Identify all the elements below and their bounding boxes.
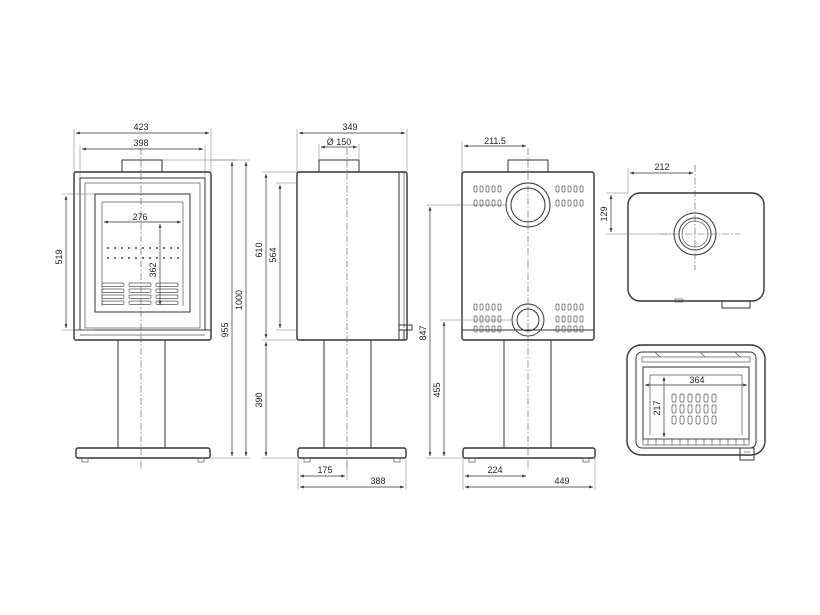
dim-side-body-height: 610 [254, 242, 264, 257]
base-plate [75, 447, 211, 459]
top-view: 212 129 [599, 162, 765, 309]
dim-front-total-height: 1000 [234, 290, 244, 310]
front-view: 423 398 519 276 362 955 1000 [54, 122, 250, 470]
dim-rear-base-width: 449 [554, 476, 569, 486]
section-grate-slots [671, 393, 717, 425]
dim-side-door-height: 564 [268, 247, 278, 262]
dim-side-pedestal-offset: 175 [317, 465, 332, 475]
dim-glass-height: 362 [148, 262, 158, 277]
dim-rear-inlet-height: 847 [418, 325, 428, 340]
dim-front-width-outer: 423 [133, 122, 148, 132]
rear-vent-slots [473, 185, 584, 333]
dim-front-body-height: 955 [220, 322, 230, 337]
dim-side-base-depth: 388 [370, 476, 385, 486]
dim-section-height: 217 [652, 400, 662, 415]
dim-side-depth: 349 [342, 122, 357, 132]
rear-view: 211.5 847 455 224 449 [418, 136, 596, 490]
dim-rear-pedestal-height: 455 [432, 382, 442, 397]
dim-front-window-height: 519 [54, 249, 64, 264]
dim-front-width-inner: 398 [133, 138, 148, 148]
dim-top-flue-center-x: 212 [654, 162, 669, 172]
front-glass [94, 193, 191, 313]
dim-section-width: 364 [689, 375, 704, 385]
log-grate [107, 247, 179, 259]
dim-side-pedestal-height: 390 [254, 392, 264, 407]
dim-flue-diameter: Ø 150 [327, 137, 352, 147]
side-view: 349 Ø 150 610 564 390 175 388 [254, 122, 413, 490]
dim-top-flue-center-y: 129 [599, 206, 609, 221]
air-grille [101, 282, 179, 305]
dim-rear-flue-center: 211.5 [484, 136, 506, 146]
dim-rear-pedestal-offset: 224 [487, 465, 502, 475]
dim-glass-width: 276 [132, 212, 147, 222]
section-view: 364 217 [626, 344, 766, 461]
pedestal [117, 339, 166, 449]
